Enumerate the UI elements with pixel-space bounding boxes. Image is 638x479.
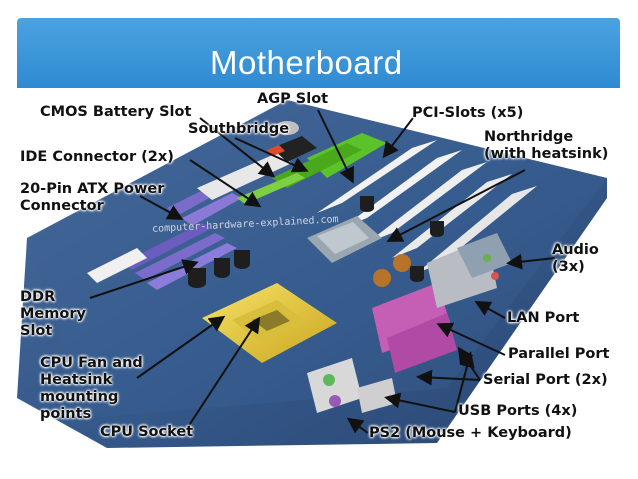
label-southbridge: Southbridge: [188, 121, 290, 137]
label-audio: Audio (3x): [552, 242, 599, 275]
title-bar: [17, 18, 620, 88]
cmos-battery: [275, 121, 299, 135]
label-lan-port: LAN Port: [507, 310, 580, 326]
label-ide-connector: IDE Connector (2x): [20, 149, 174, 165]
label-atx-power: 20-Pin ATX Power Connector: [20, 181, 165, 214]
label-cpu-socket: CPU Socket: [100, 424, 194, 440]
label-parallel-port: Parallel Port: [508, 346, 610, 362]
label-agp-slot: AGP Slot: [257, 91, 329, 107]
label-ddr-memory: DDR Memory Slot: [20, 289, 86, 339]
label-usb-ports: USB Ports (4x): [458, 403, 578, 419]
label-cmos-battery-slot: CMOS Battery Slot: [40, 104, 192, 120]
label-northbridge: Northridge (with heatsink): [484, 129, 609, 162]
slide-title: Motherboard: [210, 44, 403, 81]
label-ps2: PS2 (Mouse + Keyboard): [369, 425, 572, 441]
label-serial-port: Serial Port (2x): [483, 372, 608, 388]
northbridge-heatsink: [307, 216, 382, 263]
label-pci-slots: PCI-Slots (x5): [412, 105, 524, 121]
label-cpu-fan: CPU Fan and Heatsink mounting points: [40, 355, 143, 422]
back-panel: [307, 233, 512, 413]
